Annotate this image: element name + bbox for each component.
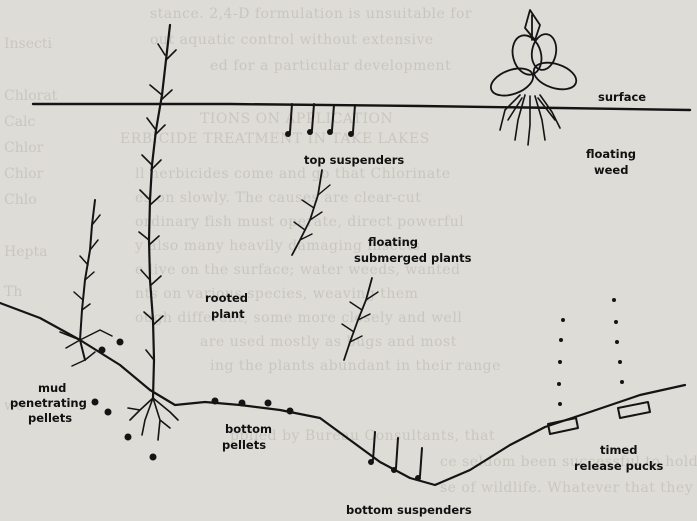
bg-line: are used mostly as bugs and most xyxy=(200,334,457,350)
rising-dot xyxy=(558,402,562,406)
label-mud-pellets-line2: penetrating xyxy=(10,396,87,410)
label-floating-submerged-line1: floating xyxy=(368,235,418,249)
bg-heading: ERBICIDE TREATMENT IN TAKE LAKES xyxy=(120,131,430,147)
bottom-pellet xyxy=(265,400,272,407)
mud-pellets-drawing xyxy=(92,339,157,461)
label-rooted-plant-line1: rooted xyxy=(205,291,248,305)
mud-pellet xyxy=(92,399,99,406)
rising-dot xyxy=(612,298,616,302)
weed-leaf xyxy=(508,32,545,78)
label-mud-pellets-line3: pellets xyxy=(28,411,72,425)
label-bottom-pellets-line1: bottom xyxy=(225,422,272,436)
rising-dot xyxy=(620,380,624,384)
release-puck xyxy=(548,418,578,434)
bg-line: ll herbicides come and go that Chlorinat… xyxy=(135,166,451,182)
label-bottom-pellets-line2: pellets xyxy=(222,438,266,452)
rising-dot xyxy=(558,360,562,364)
bottom-suspender-weight xyxy=(391,467,397,473)
bg-line: es on slowly. The causes are clear-cut xyxy=(135,190,421,206)
label-floating-weed-line2: weed xyxy=(594,163,628,177)
bottom-pellet xyxy=(212,398,219,405)
bottom-suspender-line xyxy=(420,448,422,476)
bg-side-line: Chlor xyxy=(4,166,44,182)
label-rooted-plant-line2: plant xyxy=(211,307,245,321)
bg-heading: TIONS ON APPLICATION xyxy=(200,111,393,127)
bg-side-line: Calc xyxy=(4,114,36,130)
label-mud-pellets-line1: mud xyxy=(38,381,66,395)
mud-pellet xyxy=(150,454,157,461)
puck-rising-dots xyxy=(557,298,624,406)
label-floating-submerged-line2: submerged plants xyxy=(354,251,472,265)
bg-line: stance. 2,4-D formulation is unsuitable … xyxy=(150,6,472,22)
floating-weed-drawing xyxy=(487,10,579,145)
top-suspender-weight xyxy=(327,129,333,135)
mud-pellet xyxy=(125,434,132,441)
label-timed-pucks-line2: release pucks xyxy=(574,459,664,473)
rising-dot xyxy=(618,360,622,364)
label-top-suspenders: top suspenders xyxy=(304,153,404,167)
mud-pellet xyxy=(105,409,112,416)
bottom-suspender-weight xyxy=(415,475,421,481)
bg-line: ing the plants abundant in their range xyxy=(210,358,501,374)
rising-dot xyxy=(561,318,565,322)
bg-side-line: Chlorat xyxy=(4,88,58,104)
label-timed-pucks-line1: timed xyxy=(600,443,637,457)
bg-side-line: Th xyxy=(4,284,22,300)
bg-side-line: Insecti xyxy=(4,36,52,52)
mud-pellet xyxy=(99,347,106,354)
background-page-text: stance. 2,4-D formulation is unsuitable … xyxy=(4,6,697,496)
bottom-pellet xyxy=(287,408,294,415)
bottom-suspender-weight xyxy=(368,459,374,465)
top-suspender-weight xyxy=(285,131,291,137)
bg-line: ough different, some more closely and we… xyxy=(135,310,462,326)
top-suspender-line xyxy=(353,105,355,132)
bg-side-line: Chlor xyxy=(4,140,44,156)
rising-dot xyxy=(615,340,619,344)
timed-release-pucks-drawing xyxy=(548,298,650,434)
left-branching-plant xyxy=(60,200,112,366)
rising-dot xyxy=(559,338,563,342)
bg-line: se of wildlife. Whatever that they have xyxy=(440,480,697,496)
bg-line: ordinary fish must operate, direct power… xyxy=(135,214,464,230)
weed-roots xyxy=(500,95,560,145)
weed-leaf xyxy=(530,58,579,94)
rooted-plant-stem xyxy=(149,25,170,398)
rooted-plant-roots xyxy=(128,398,178,440)
water-surface-line xyxy=(33,104,690,110)
bg-side-line: Hepta xyxy=(4,244,47,260)
rising-dot xyxy=(557,382,561,386)
bg-line: ed for a particular development xyxy=(210,58,451,74)
release-puck xyxy=(618,402,650,418)
label-bottom-suspenders: bottom suspenders xyxy=(346,503,472,517)
diagram-labels: surface top suspenders floating weed flo… xyxy=(10,90,664,517)
mud-pellet xyxy=(117,339,124,346)
top-suspender-weight xyxy=(307,129,313,135)
top-suspender-weight xyxy=(348,131,354,137)
bottom-pellet xyxy=(239,400,246,407)
weed-leaf xyxy=(487,63,537,101)
rising-dot xyxy=(614,320,618,324)
label-surface: surface xyxy=(598,90,646,104)
bg-side-line: Chlo xyxy=(4,192,37,208)
bg-line: out aquatic control without extensive xyxy=(150,32,434,48)
top-suspender-line xyxy=(290,104,292,132)
label-floating-weed-line1: floating xyxy=(586,147,636,161)
